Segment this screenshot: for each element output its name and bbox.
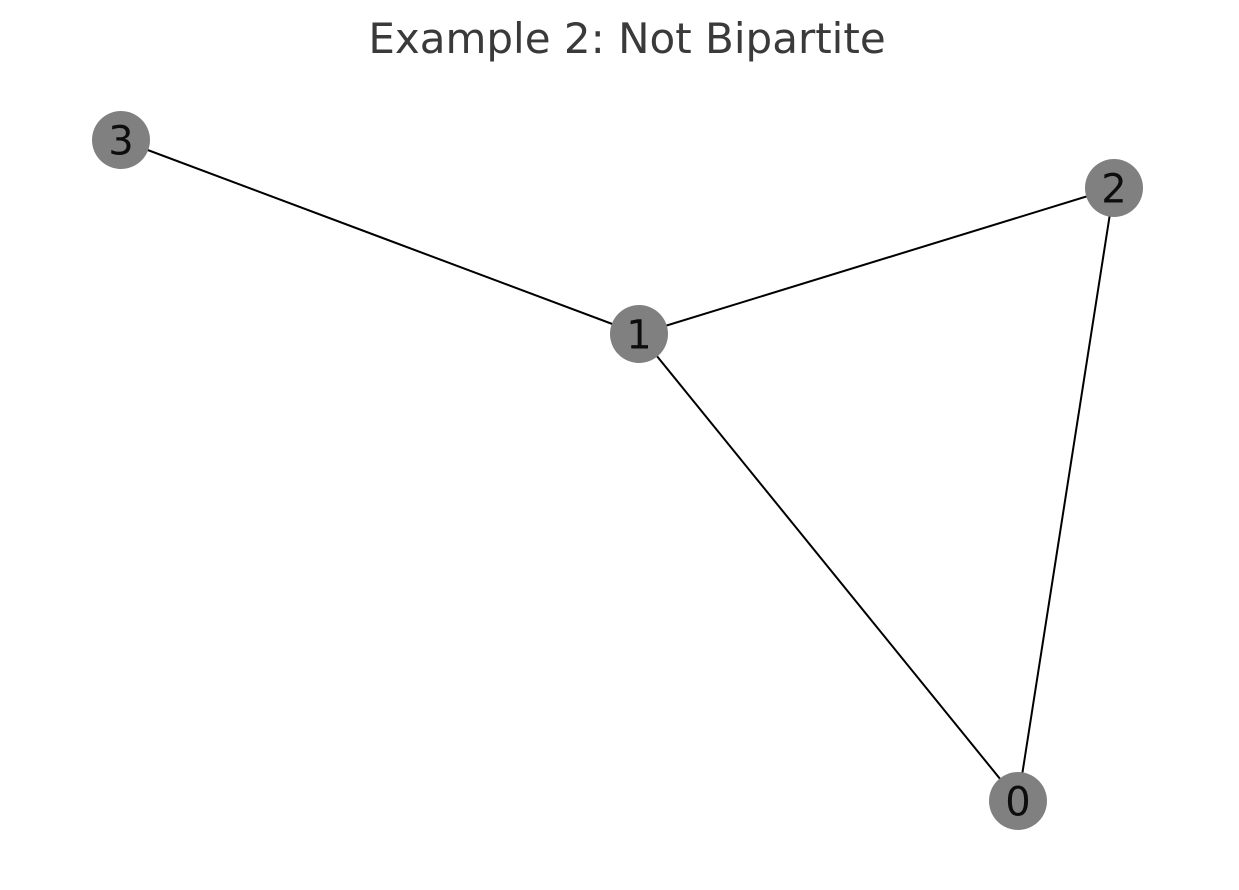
node-2 [1085,159,1143,217]
node-label-0: 0 [1005,779,1030,825]
node-0 [989,772,1047,830]
node-label-3: 3 [108,118,133,164]
edge-2-0 [1017,187,1115,802]
node-3 [92,111,150,169]
node-1 [610,305,668,363]
edge-1-2 [638,187,1115,335]
edge-1-0 [638,333,1019,802]
node-label-1: 1 [626,312,651,358]
edge-1-3 [120,139,640,335]
node-layer: 0 1 2 3 [92,111,1143,830]
node-label-2: 2 [1101,166,1126,212]
figure-title: Example 2: Not Bipartite [368,14,885,63]
edge-layer [120,139,1115,802]
